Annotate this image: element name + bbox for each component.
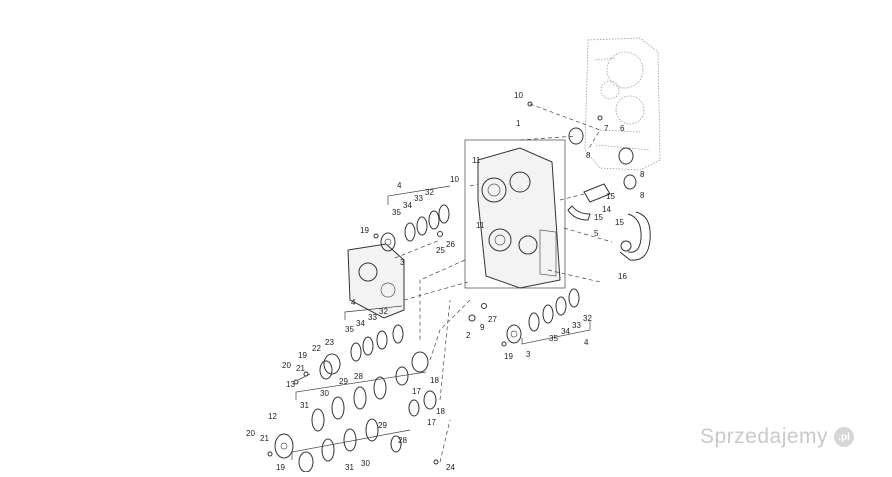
label-9: 9 <box>480 323 485 332</box>
label-31: 31 <box>300 401 309 410</box>
label-19: 19 <box>298 351 307 360</box>
label-3: 3 <box>400 258 405 267</box>
gears <box>274 360 333 459</box>
label-33: 33 <box>368 313 377 322</box>
label-35: 35 <box>345 325 354 334</box>
label-4: 4 <box>584 338 589 347</box>
label-31: 31 <box>345 463 354 472</box>
label-28: 28 <box>354 372 363 381</box>
label-29: 29 <box>378 421 387 430</box>
label-8: 8 <box>640 170 645 179</box>
label-4: 4 <box>351 298 356 307</box>
label-29: 29 <box>339 377 348 386</box>
ring-stack-right <box>506 288 580 344</box>
label-18: 18 <box>430 376 439 385</box>
label-27: 27 <box>488 315 497 324</box>
label-19: 19 <box>360 226 369 235</box>
label-30: 30 <box>361 459 370 468</box>
label-19: 19 <box>504 352 513 361</box>
label-23: 23 <box>325 338 334 347</box>
label-35: 35 <box>549 334 558 343</box>
label-32: 32 <box>379 307 388 316</box>
label-32: 32 <box>425 188 434 197</box>
label-10: 10 <box>450 175 459 184</box>
leader-lines <box>394 103 613 463</box>
watermark-badge: .pl <box>834 427 855 447</box>
label-15: 15 <box>615 218 624 227</box>
label-8: 8 <box>586 151 591 160</box>
label-26: 26 <box>446 240 455 249</box>
sprzedajemy-watermark: Sprzedajemy .pl <box>700 417 886 457</box>
part-labels: 10 1 7 6 8 8 8 11 10 15 14 15 15 5 16 4 … <box>246 91 645 472</box>
label-8: 8 <box>640 191 645 200</box>
label-30: 30 <box>320 389 329 398</box>
label-34: 34 <box>561 327 570 336</box>
group-brackets <box>291 185 591 460</box>
ring-stack-middle <box>323 324 404 375</box>
label-17: 17 <box>412 387 421 396</box>
label-32: 32 <box>583 314 592 323</box>
label-12: 12 <box>268 412 277 421</box>
label-13: 13 <box>286 380 295 389</box>
fasteners <box>267 101 603 465</box>
label-16: 16 <box>618 272 627 281</box>
label-3: 3 <box>526 350 531 359</box>
label-1: 1 <box>516 119 521 128</box>
label-21: 21 <box>260 434 269 443</box>
bracket-14 <box>567 183 611 221</box>
label-20: 20 <box>246 429 255 438</box>
label-33: 33 <box>414 194 423 203</box>
label-11: 11 <box>476 221 485 230</box>
label-24: 24 <box>446 463 455 472</box>
label-19: 19 <box>276 463 285 472</box>
label-5: 5 <box>594 229 599 238</box>
rear-housing <box>584 37 661 171</box>
label-10: 10 <box>514 91 523 100</box>
label-21: 21 <box>296 364 305 373</box>
label-11: 11 <box>472 156 481 165</box>
label-17: 17 <box>427 418 436 427</box>
label-4: 4 <box>397 181 402 190</box>
label-18: 18 <box>436 407 445 416</box>
ring-stack-upper <box>380 204 450 252</box>
label-15: 15 <box>594 213 603 222</box>
watermark-text: Sprzedajemy <box>700 425 829 448</box>
label-15: 15 <box>606 192 615 201</box>
label-35: 35 <box>392 208 401 217</box>
label-14: 14 <box>602 205 611 214</box>
label-2: 2 <box>466 331 471 340</box>
label-34: 34 <box>356 319 365 328</box>
main-housing-frame <box>464 139 566 289</box>
seals-8 <box>568 127 637 190</box>
label-33: 33 <box>572 321 581 330</box>
label-34: 34 <box>403 201 412 210</box>
label-20: 20 <box>282 361 291 370</box>
hose-16 <box>619 211 651 261</box>
label-22: 22 <box>312 344 321 353</box>
label-25: 25 <box>436 246 445 255</box>
label-7: 7 <box>604 124 609 133</box>
label-6: 6 <box>620 124 625 133</box>
label-28: 28 <box>398 436 407 445</box>
